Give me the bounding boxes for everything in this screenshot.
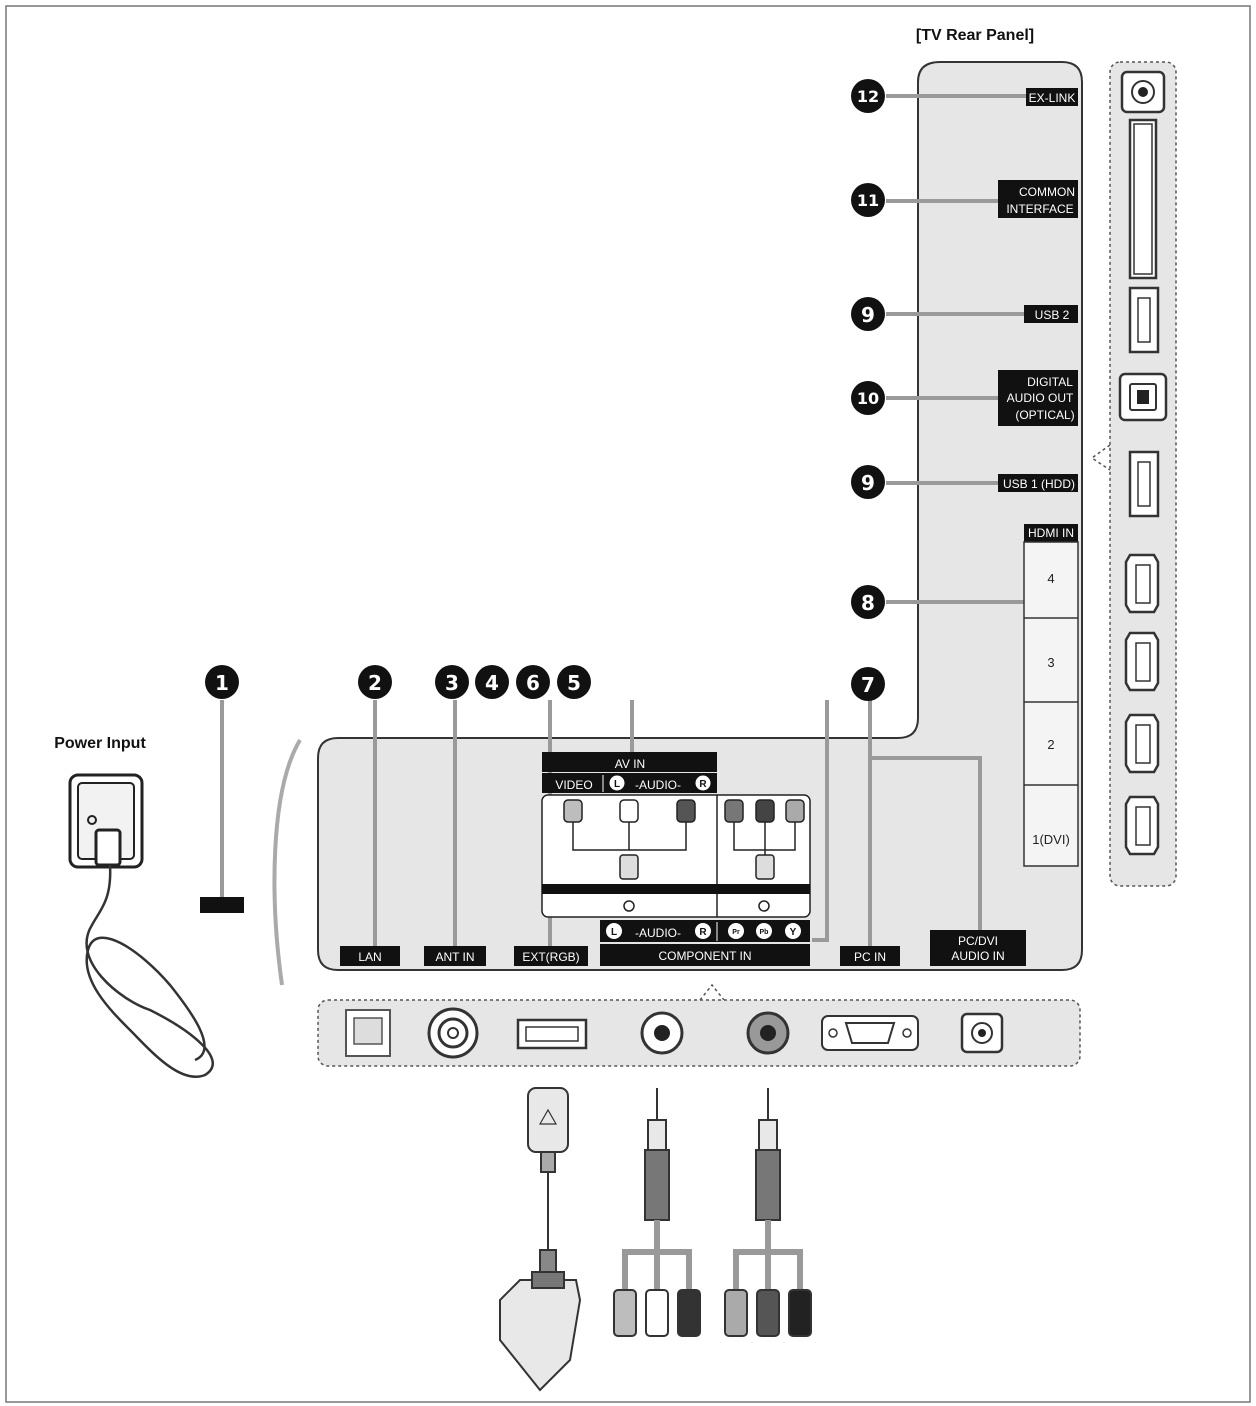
hdmi-port-2-label: 2 xyxy=(1047,737,1054,752)
power-input-label: Power Input xyxy=(54,735,146,752)
callout-9-usb1: 9 xyxy=(851,465,885,499)
component-audio-row: L -AUDIO- R Pr Pb Y xyxy=(600,920,810,942)
svg-text:12: 12 xyxy=(857,87,879,106)
callout-4: 4 xyxy=(475,665,509,699)
component-pr-badge: Pr xyxy=(732,929,740,936)
component-y-badge: Y xyxy=(790,927,797,938)
av-in-l-badge: L xyxy=(614,779,620,790)
component-pb-badge: Pb xyxy=(760,929,769,936)
hdmi-port-icon xyxy=(1124,631,1160,692)
svg-text:2: 2 xyxy=(368,671,382,695)
pc-dvi-audio-label-line2: AUDIO IN xyxy=(951,949,1004,963)
svg-text:1: 1 xyxy=(215,671,229,695)
av-in-title: AV IN xyxy=(615,757,645,771)
hdmi-port-icon xyxy=(1124,713,1160,774)
digital-audio-label-line1: DIGITAL xyxy=(1027,375,1073,389)
callout-5: 5 xyxy=(557,665,591,699)
hdmi-in-title: HDMI IN xyxy=(1028,526,1074,540)
hdmi-in-block: HDMI IN 4 3 2 1(DVI) xyxy=(1023,524,1079,867)
av-in-block: AV IN VIDEO L -AUDIO- R xyxy=(541,752,811,918)
tv-rear-panel xyxy=(317,61,1083,971)
usb-port-icon xyxy=(1128,450,1160,518)
hdmi-port-1-label: 1(DVI) xyxy=(1032,832,1070,847)
component-audio-label: -AUDIO- xyxy=(635,926,681,940)
callout-6: 6 xyxy=(516,665,550,699)
panel-title: [TV Rear Panel] xyxy=(916,27,1034,44)
vga-port-icon xyxy=(821,1015,919,1051)
usb2-label: USB 2 xyxy=(1035,308,1070,322)
callout-3: 3 xyxy=(435,665,469,699)
svg-text:7: 7 xyxy=(861,673,875,697)
ex-link-port-icon xyxy=(1120,70,1166,114)
callout-1: 1 xyxy=(205,665,239,699)
svg-text:10: 10 xyxy=(857,389,879,408)
usb-port-icon xyxy=(1128,286,1160,354)
leader-lines-side xyxy=(886,94,1026,604)
scart-cable-icon xyxy=(499,1087,582,1392)
common-interface-slot-icon xyxy=(1128,118,1158,280)
component-cable-icon xyxy=(724,1088,812,1337)
power-slot-marker xyxy=(200,897,244,913)
svg-text:9: 9 xyxy=(861,303,875,327)
callout-10: 10 xyxy=(851,381,885,415)
scart-port-icon xyxy=(516,1018,588,1050)
ant-in-label: ANT IN xyxy=(435,950,474,964)
optical-port-icon xyxy=(1118,372,1168,422)
callout-9-usb2: 9 xyxy=(851,297,885,331)
digital-audio-label-line2: AUDIO OUT xyxy=(1007,391,1074,405)
svg-text:6: 6 xyxy=(526,671,540,695)
svg-text:4: 4 xyxy=(485,671,499,695)
frame xyxy=(5,5,1251,1403)
pc-dvi-audio-label-line1: PC/DVI xyxy=(958,934,998,948)
pc-audio-port-icon xyxy=(960,1012,1004,1054)
hdmi-port-icon xyxy=(1124,553,1160,614)
ext-rgb-label: EXT(RGB) xyxy=(522,950,579,964)
av-in-audio-label: -AUDIO- xyxy=(635,778,681,792)
callout-11: 11 xyxy=(851,183,885,217)
power-input-connector xyxy=(68,773,144,869)
power-cable xyxy=(85,864,214,1078)
side-strip-pointer xyxy=(1090,444,1111,471)
antenna-port-icon xyxy=(427,1007,479,1059)
hdmi-port-icon xyxy=(1124,795,1160,856)
pc-in-label: PC IN xyxy=(854,950,886,964)
bottom-port-labels: LAN ANT IN EXT(RGB) COMPONENT IN PC IN P… xyxy=(340,930,1026,966)
hdmi-port-4-label: 4 xyxy=(1047,571,1054,586)
component-r-badge: R xyxy=(699,927,707,938)
av-cable-icon xyxy=(613,1088,701,1337)
av-in-video-label: VIDEO xyxy=(555,778,592,792)
common-interface-label-line1: COMMON xyxy=(1019,185,1075,199)
svg-text:8: 8 xyxy=(861,591,875,615)
audio-jack-icon xyxy=(640,1011,684,1055)
ex-link-label: EX-LINK xyxy=(1029,91,1076,105)
svg-text:9: 9 xyxy=(861,471,875,495)
divider-curve xyxy=(272,738,302,986)
lan-port-icon xyxy=(345,1009,391,1057)
svg-text:5: 5 xyxy=(567,671,581,695)
svg-text:3: 3 xyxy=(445,671,459,695)
callout-7: 7 xyxy=(851,667,885,701)
digital-audio-label-line3: (OPTICAL) xyxy=(1015,408,1074,422)
common-interface-label-line2: INTERFACE xyxy=(1006,202,1073,216)
hdmi-port-3-label: 3 xyxy=(1047,655,1054,670)
svg-text:11: 11 xyxy=(857,191,879,210)
usb1-label: USB 1 (HDD) xyxy=(1003,477,1075,491)
audio-jack-icon xyxy=(746,1011,790,1055)
strip-pointer xyxy=(699,983,725,1001)
lan-label: LAN xyxy=(358,950,381,964)
callout-12: 12 xyxy=(851,79,885,113)
av-in-r-badge: R xyxy=(699,779,707,790)
side-port-labels: EX-LINK COMMON INTERFACE USB 2 DIGITAL A… xyxy=(998,88,1078,492)
callout-2: 2 xyxy=(358,665,392,699)
component-in-label: COMPONENT IN xyxy=(658,949,751,963)
callout-8: 8 xyxy=(851,585,885,619)
component-l-badge: L xyxy=(611,927,617,938)
